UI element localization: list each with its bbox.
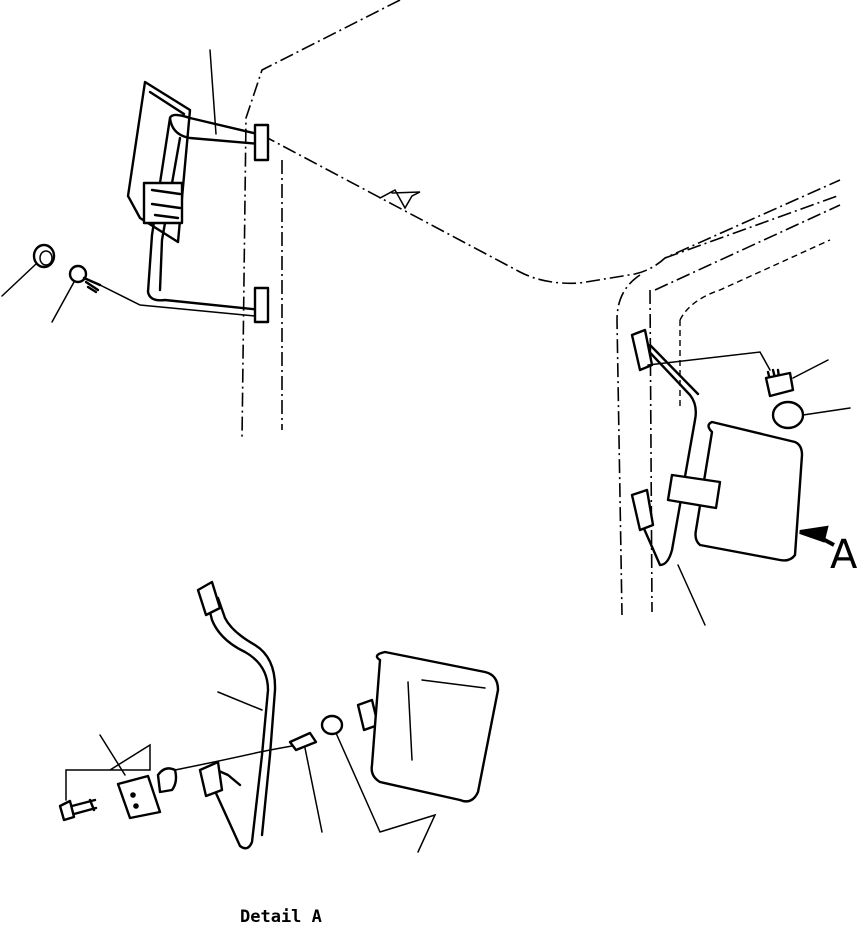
right-bolt bbox=[764, 359, 829, 398]
cab-outline bbox=[241, 0, 841, 616]
right-mirror-assembly: A bbox=[630, 328, 858, 626]
right-mirror-stay bbox=[636, 340, 698, 567]
detail-mirror-glass bbox=[370, 650, 500, 803]
detail-bolt bbox=[58, 799, 76, 822]
detail-label: Detail A bbox=[240, 907, 322, 925]
view-callout-letter: A bbox=[830, 532, 858, 578]
detail-bracket bbox=[116, 774, 162, 820]
view-arrow bbox=[799, 525, 835, 547]
left-cap bbox=[1, 243, 56, 297]
right-mirror-glass bbox=[694, 420, 804, 562]
left-bolt bbox=[51, 264, 102, 323]
left-mirror-assembly bbox=[97, 49, 270, 324]
right-cap bbox=[771, 400, 851, 430]
detail-a-exploded-view: Detail A bbox=[58, 580, 500, 925]
detail-stay-rod bbox=[203, 590, 270, 850]
